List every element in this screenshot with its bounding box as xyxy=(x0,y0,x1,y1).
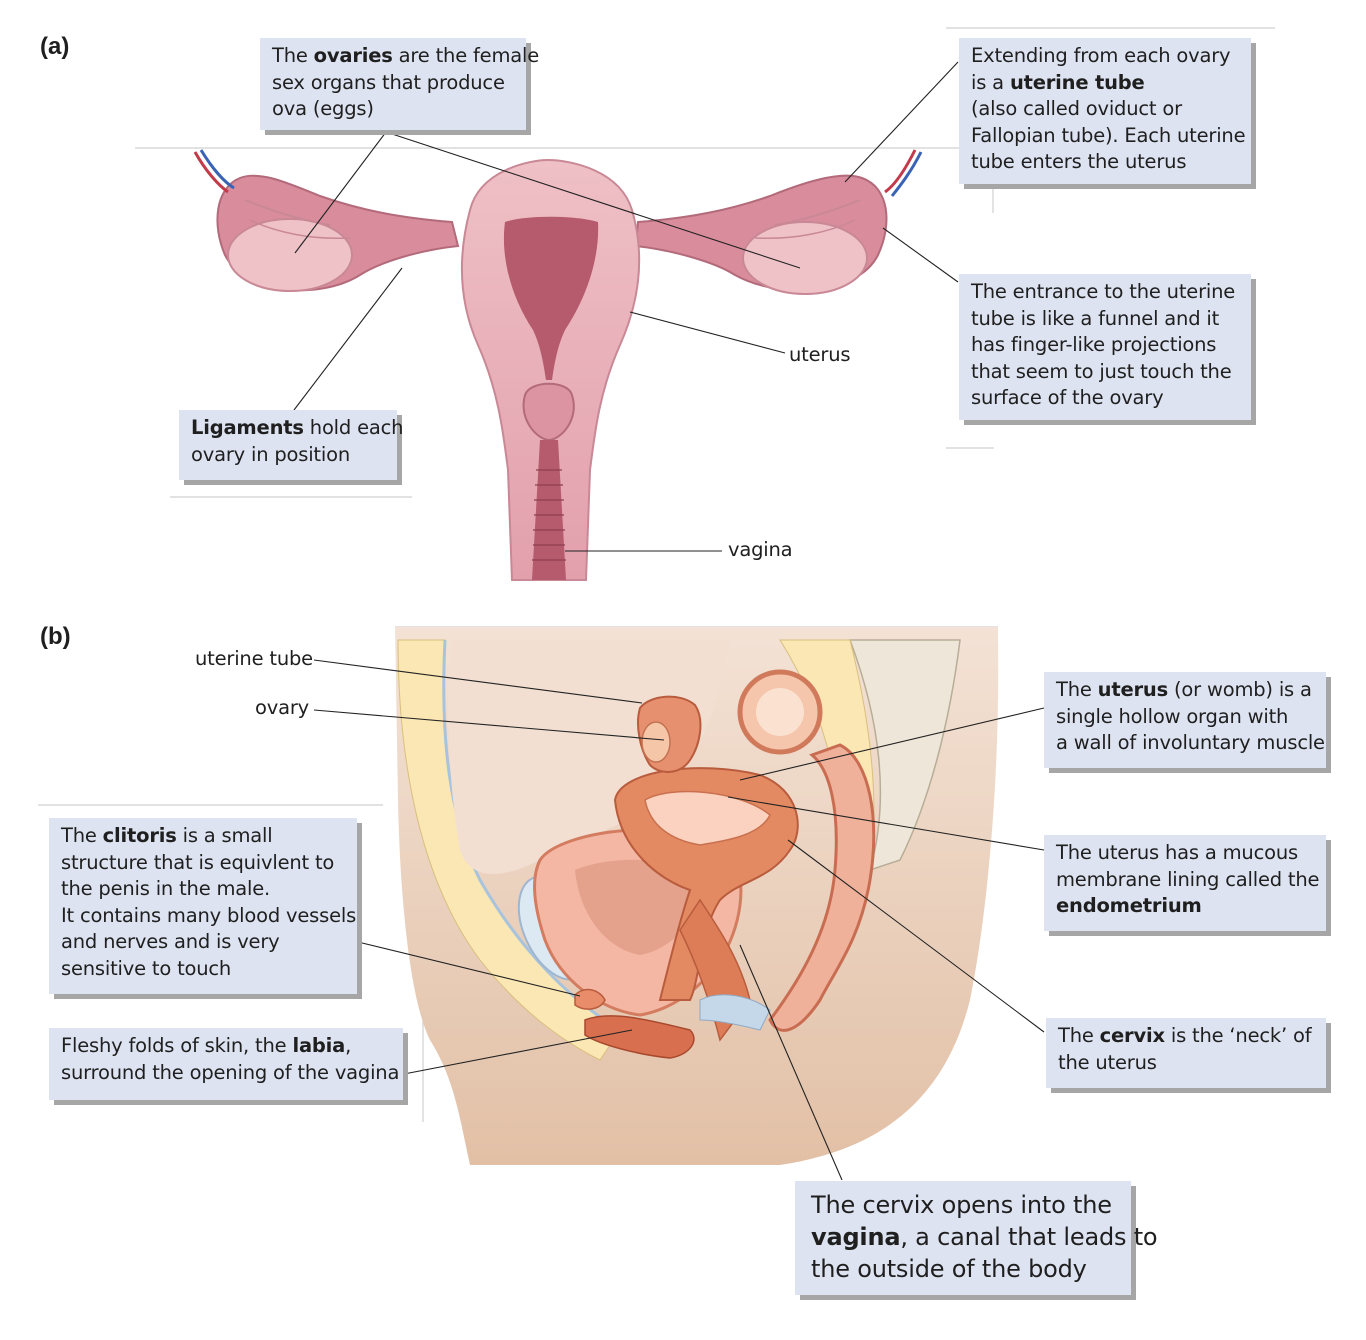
vagina-label: vagina xyxy=(728,538,792,562)
text: is a small xyxy=(177,824,273,847)
text: (also called oviduct or xyxy=(971,96,1241,123)
sagittal-section xyxy=(395,627,998,1165)
text: The entrance to the uterine xyxy=(971,279,1241,306)
text: The xyxy=(61,824,103,847)
endometrium-callout: The uterus has a mucous membrane lining … xyxy=(1044,835,1326,931)
uterus-callout: The uterus (or womb) is a single hollow … xyxy=(1044,672,1326,768)
clitoris-callout: The clitoris is a small structure that i… xyxy=(49,818,357,994)
text: the uterus xyxy=(1058,1050,1316,1077)
right-ovary xyxy=(743,222,867,294)
text: membrane lining called the xyxy=(1056,867,1316,894)
text: Extending from each ovary xyxy=(971,43,1241,70)
text: The xyxy=(1056,678,1098,701)
term-endometrium: endometrium xyxy=(1056,894,1202,917)
cervix-callout: The cervix is the ‘neck’ of the uterus xyxy=(1046,1018,1326,1088)
text: structure that is equivlent to xyxy=(61,850,347,877)
text: The cervix opens into the xyxy=(811,1189,1117,1221)
term-labia: labia xyxy=(292,1034,345,1057)
text: has finger-like projections xyxy=(971,332,1241,359)
labia-callout: Fleshy folds of skin, the labia, surroun… xyxy=(49,1028,403,1100)
text: is the ‘neck’ of xyxy=(1165,1024,1312,1047)
text: Fleshy folds of skin, the xyxy=(61,1034,292,1057)
uterine-tube-label: uterine tube xyxy=(195,647,313,671)
text: the outside of the body xyxy=(811,1253,1117,1285)
text: The uterus has a mucous xyxy=(1056,840,1316,867)
funnel-callout: The entrance to the uterine tube is like… xyxy=(959,274,1251,420)
text: are the female xyxy=(393,44,539,67)
text: The xyxy=(272,44,314,67)
text: It contains many blood vessels xyxy=(61,903,347,930)
text: and nerves and is very xyxy=(61,929,347,956)
text: sensitive to touch xyxy=(61,956,347,983)
text: tube is like a funnel and it xyxy=(971,306,1241,333)
text: sex organs that produce xyxy=(272,70,516,97)
ovary-label: ovary xyxy=(255,696,309,720)
term-uterine-tube: uterine tube xyxy=(1010,71,1145,94)
panel-a-letter: (a) xyxy=(40,33,69,61)
term-ovaries: ovaries xyxy=(314,44,393,67)
text: a wall of involuntary muscle xyxy=(1056,730,1316,757)
text: hold each xyxy=(304,416,404,439)
uterus-label: uterus xyxy=(789,343,850,367)
term-vagina: vagina xyxy=(811,1223,900,1251)
text: Fallopian tube). Each uterine xyxy=(971,123,1241,150)
panel-b-letter: (b) xyxy=(40,623,71,651)
text: , xyxy=(345,1034,351,1057)
text: tube enters the uterus xyxy=(971,149,1241,176)
text: the penis in the male. xyxy=(61,876,347,903)
text: that seem to just touch the xyxy=(971,359,1241,386)
ovary xyxy=(642,722,670,762)
text: The xyxy=(1058,1024,1100,1047)
text: ova (eggs) xyxy=(272,96,516,123)
term-clitoris: clitoris xyxy=(103,824,177,847)
text: surface of the ovary xyxy=(971,385,1241,412)
term-ligaments: Ligaments xyxy=(191,416,304,439)
text: surround the opening of the vagina xyxy=(61,1060,393,1087)
term-cervix: cervix xyxy=(1100,1024,1165,1047)
text: ovary in position xyxy=(191,442,387,469)
term-uterus: uterus xyxy=(1098,678,1168,701)
text: , a canal that leads to xyxy=(900,1223,1157,1251)
ligaments-callout: Ligaments hold each ovary in position xyxy=(179,410,397,480)
uterine-tube-callout: Extending from each ovary is a uterine t… xyxy=(959,38,1251,184)
text: single hollow organ with xyxy=(1056,704,1316,731)
ovaries-callout: The ovaries are the female sex organs th… xyxy=(260,38,526,130)
text: is a xyxy=(971,71,1010,94)
text: (or womb) is a xyxy=(1168,678,1312,701)
left-ovary xyxy=(228,219,352,291)
vagina-callout: The cervix opens into the vagina, a cana… xyxy=(795,1181,1131,1295)
